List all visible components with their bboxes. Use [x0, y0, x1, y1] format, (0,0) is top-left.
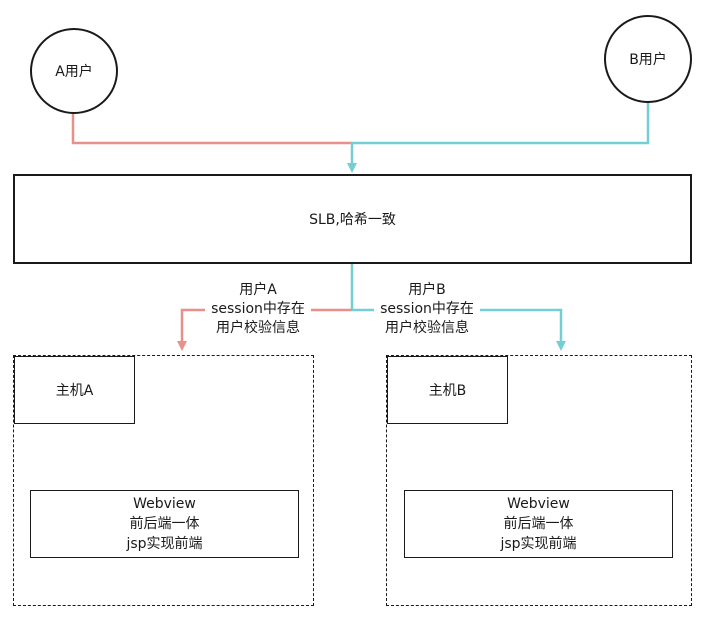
- user-b-node: B用户: [604, 15, 692, 103]
- host-b-label: 主机B: [428, 383, 467, 399]
- slb-label: SLB,哈希一致: [309, 212, 396, 228]
- route-b-line-1: 用户B: [408, 282, 446, 298]
- host-b-webview-title: Webview: [507, 496, 570, 512]
- host-a-container: 主机A Webview 前后端一体 jsp实现前端: [13, 355, 314, 606]
- user-a-node: A用户: [30, 28, 118, 114]
- host-b-webview-line-3: jsp实现前端: [500, 536, 577, 552]
- host-a-webview-title: Webview: [133, 496, 196, 512]
- route-a-line-3: 用户校验信息: [216, 320, 300, 336]
- host-b-container: 主机B Webview 前后端一体 jsp实现前端: [386, 355, 692, 606]
- edge-user-b-to-slb: [347, 99, 650, 173]
- host-b-webview: Webview 前后端一体 jsp实现前端: [404, 490, 673, 558]
- host-a-label: 主机A: [55, 383, 94, 399]
- host-a-webview-line-3: jsp实现前端: [126, 536, 203, 552]
- host-a-label-box: 主机A: [14, 356, 135, 424]
- route-b-label: 用户B session中存在 用户校验信息: [374, 281, 480, 338]
- host-b-label-box: 主机B: [387, 356, 508, 424]
- slb-node: SLB,哈希一致: [13, 174, 692, 264]
- user-b-label: B用户: [629, 52, 667, 68]
- route-b-line-2: session中存在: [380, 301, 474, 317]
- host-a-webview-line-2: 前后端一体: [129, 516, 200, 532]
- host-a-webview: Webview 前后端一体 jsp实现前端: [30, 490, 299, 558]
- route-a-line-2: session中存在: [211, 301, 305, 317]
- route-a-line-1: 用户A: [239, 282, 277, 298]
- user-a-label: A用户: [55, 64, 93, 80]
- host-b-webview-line-2: 前后端一体: [503, 516, 574, 532]
- route-b-line-3: 用户校验信息: [385, 320, 469, 336]
- route-a-label: 用户A session中存在 用户校验信息: [205, 281, 311, 338]
- edge-user-a-to-slb: [71, 111, 352, 145]
